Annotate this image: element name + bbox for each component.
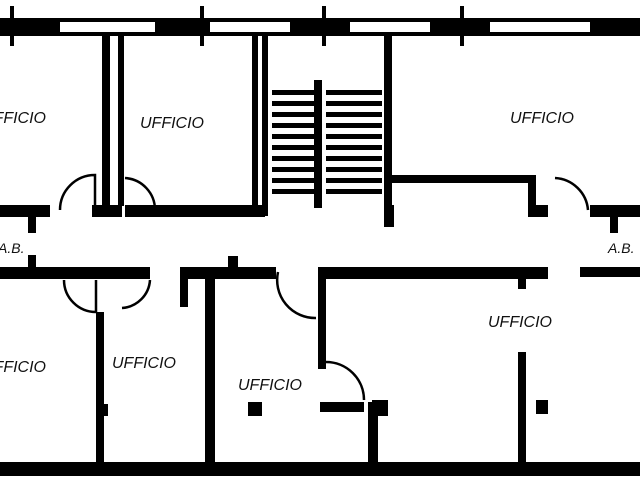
room-label-top-right: UFFICIO bbox=[510, 110, 574, 127]
corridor-label-right: A.B. bbox=[607, 240, 634, 256]
stair-tread bbox=[326, 189, 382, 194]
door-swings bbox=[58, 173, 590, 401]
top-exterior-wall bbox=[0, 6, 640, 46]
stair-tread bbox=[272, 112, 314, 117]
room-label-top-second: UFFICIO bbox=[140, 115, 204, 132]
room-label-bottom-second: UFFICIO bbox=[112, 355, 176, 372]
bottom-exterior-wall bbox=[0, 462, 640, 476]
room-label-top-left: UFFICIO bbox=[0, 110, 46, 127]
stair-tread bbox=[272, 156, 314, 161]
room-label-bottom-right: UFFICIO bbox=[488, 314, 552, 331]
stair-tread bbox=[272, 134, 314, 139]
stair-tread bbox=[326, 134, 382, 139]
stair-tread bbox=[326, 145, 382, 150]
stair-tread bbox=[326, 167, 382, 172]
stair-tread bbox=[272, 178, 314, 183]
stair-tread bbox=[326, 101, 382, 106]
stair-tread bbox=[272, 123, 314, 128]
room-label-bottom-third: UFFICIO bbox=[238, 377, 302, 394]
room-label-bottom-left: UFFICIO bbox=[0, 359, 46, 376]
top-partitions bbox=[0, 36, 640, 233]
stair-tread bbox=[272, 101, 314, 106]
stair-tread bbox=[272, 167, 314, 172]
stair-tread bbox=[326, 156, 382, 161]
stair-tread bbox=[272, 90, 314, 95]
staircase bbox=[272, 80, 382, 208]
stair-tread bbox=[272, 189, 314, 194]
bottom-partitions bbox=[0, 255, 640, 467]
stair-tread bbox=[326, 112, 382, 117]
stair-tread bbox=[272, 145, 314, 150]
stair-tread bbox=[326, 178, 382, 183]
stair-tread bbox=[326, 90, 382, 95]
corridor-label-left: A.B. bbox=[0, 240, 24, 256]
stair-tread bbox=[326, 123, 382, 128]
